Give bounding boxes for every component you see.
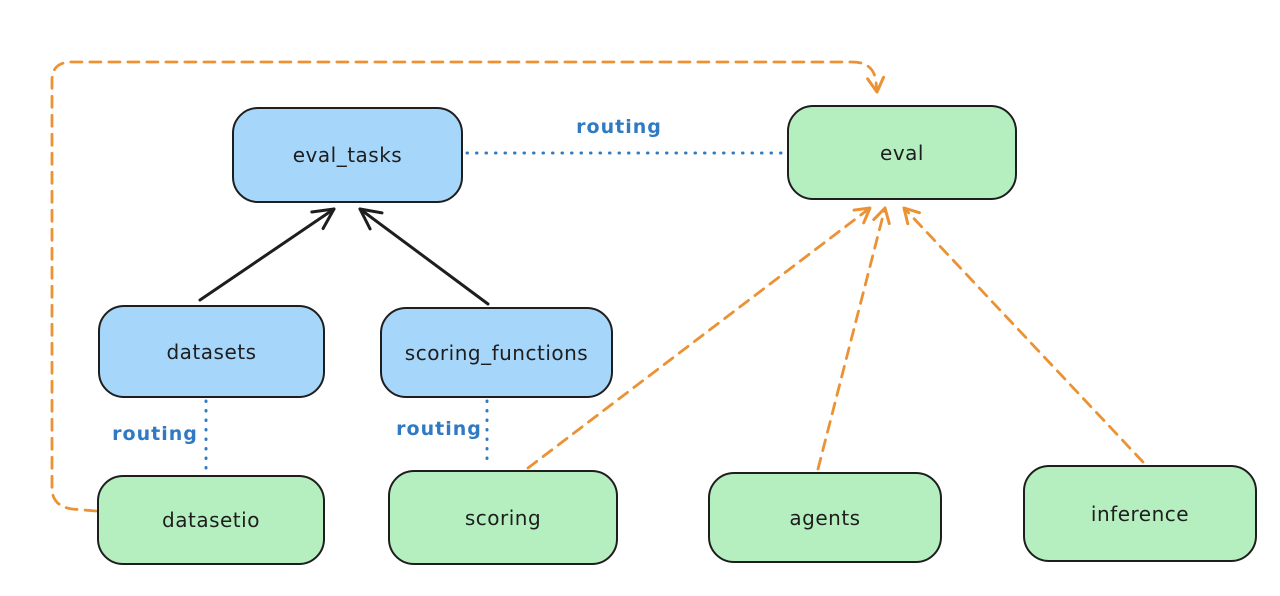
node-scoring-label: scoring — [464, 505, 542, 530]
node-inference: inference — [1023, 465, 1257, 562]
node-scoring-functions-label: scoring_functions — [404, 340, 589, 365]
node-datasets-label: datasets — [166, 339, 257, 364]
edge-label-routing-datasets: routing — [112, 423, 198, 445]
node-eval-tasks: eval_tasks — [232, 107, 463, 203]
edge-scoring-functions-to-eval-tasks — [358, 207, 490, 306]
node-datasetio: datasetio — [97, 475, 325, 565]
node-eval: eval — [787, 105, 1017, 200]
node-eval-label: eval — [880, 140, 924, 165]
edge-inference-to-eval — [902, 206, 1145, 464]
node-agents-label: agents — [789, 505, 861, 530]
node-scoring: scoring — [388, 470, 618, 565]
edge-label-routing-scoring: routing — [396, 418, 482, 440]
node-datasets: datasets — [98, 305, 325, 398]
node-scoring-functions: scoring_functions — [380, 307, 613, 398]
node-eval-tasks-label: eval_tasks — [292, 143, 403, 167]
edge-label-routing-top: routing — [576, 116, 662, 138]
node-agents: agents — [708, 472, 942, 563]
edge-agents-to-eval — [816, 206, 891, 471]
edge-datasets-to-eval-tasks — [198, 207, 336, 302]
node-inference-label: inference — [1090, 501, 1190, 526]
node-datasetio-label: datasetio — [162, 508, 260, 532]
